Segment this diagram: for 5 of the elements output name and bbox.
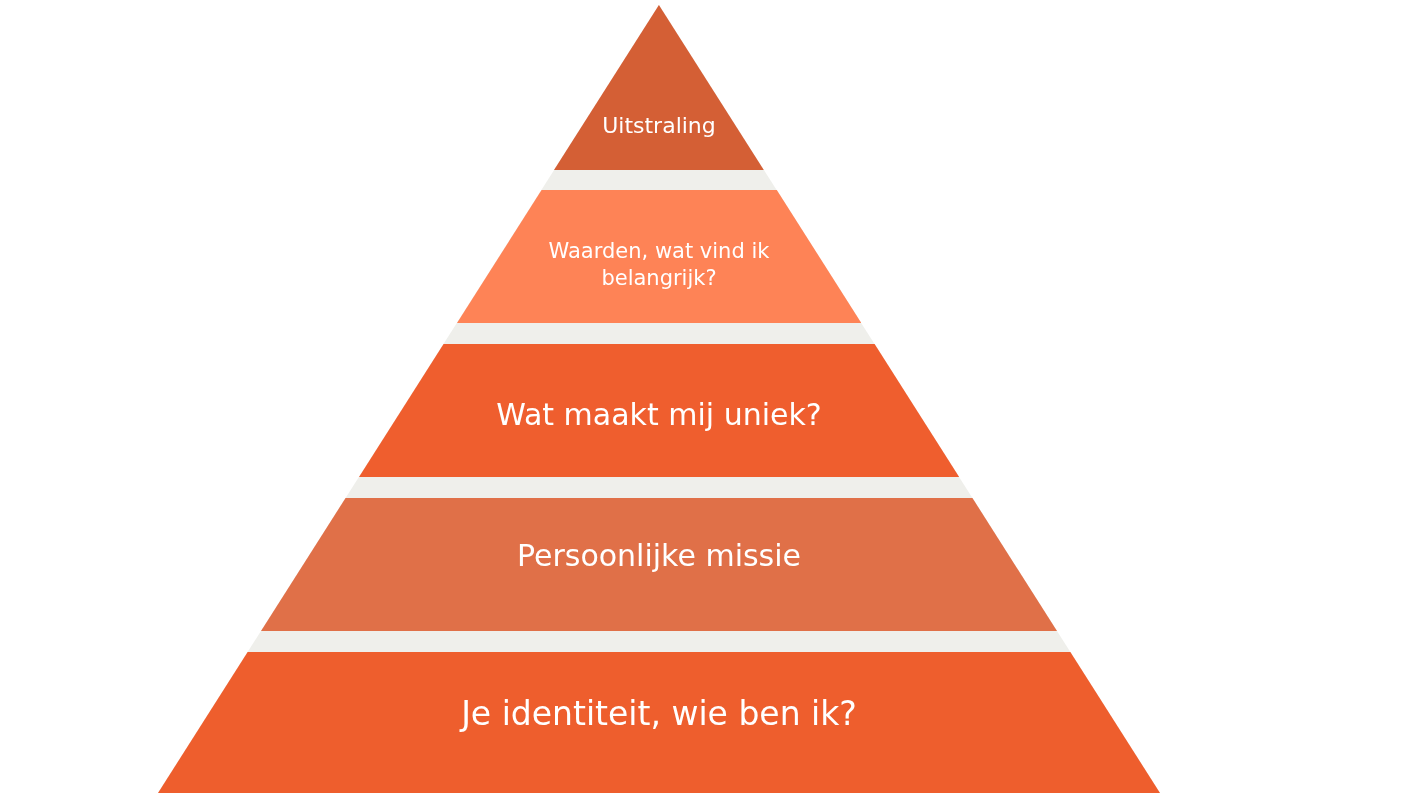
layer-label: Persoonlijke missie	[515, 537, 802, 575]
layer-label: Je identiteit, wie ben ik?	[458, 693, 858, 735]
layer-label: Wat maakt mij uniek?	[495, 396, 823, 434]
layer-label: Waarden, wat vind ik belangrijk?	[547, 238, 771, 293]
layer-label: Uitstraling	[601, 112, 717, 140]
